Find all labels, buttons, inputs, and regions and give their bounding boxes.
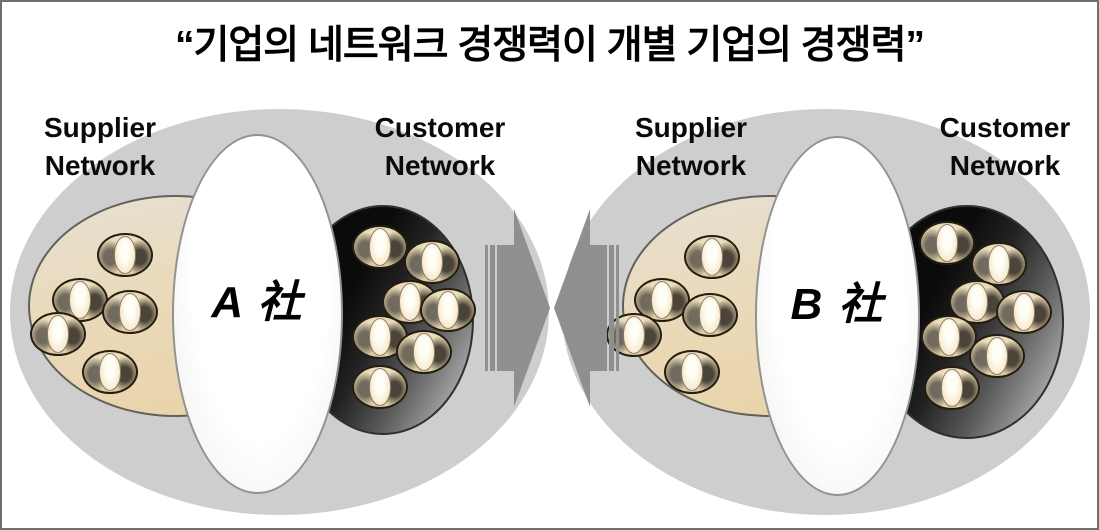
customer-node-sphere-icon xyxy=(420,288,476,332)
customer-node-sphere-icon xyxy=(971,242,1027,286)
customer-node-sphere-icon xyxy=(352,225,408,269)
company-b-network-nodes xyxy=(562,109,1090,515)
arrow-stripe-icon xyxy=(490,245,495,371)
arrow-head-left-icon xyxy=(554,209,590,407)
company-b-label: B 社 xyxy=(790,280,885,329)
company-a-network-diagram: A 社 Supplier Network Customer Network xyxy=(10,109,549,515)
supplier-node-sphere-icon xyxy=(682,293,738,337)
network-clash-arrow-left xyxy=(485,209,550,407)
company-a-supplier-network-label: Supplier Network xyxy=(43,112,156,181)
customer-node-sphere-icon xyxy=(396,330,452,374)
network-clash-arrow-right xyxy=(554,209,619,407)
supplier-node-sphere-icon xyxy=(634,278,690,322)
supplier-node-sphere-icon xyxy=(30,312,86,356)
company-a-network-nodes xyxy=(10,109,549,515)
arrow-stripe-icon xyxy=(616,245,619,371)
company-b-customer-network-label: Customer Network xyxy=(939,112,1071,181)
supplier-node-sphere-icon xyxy=(664,350,720,394)
company-b-network-diagram: B 社 Supplier Network Customer Network xyxy=(562,109,1090,515)
arrow-head-right-icon xyxy=(514,209,550,407)
company-a-customer-network-label: Customer Network xyxy=(374,112,506,181)
customer-node-sphere-icon xyxy=(404,240,460,284)
customer-node-sphere-icon xyxy=(352,365,408,409)
customer-node-sphere-icon xyxy=(969,334,1025,378)
customer-node-sphere-icon xyxy=(996,290,1052,334)
company-a-ellipse: A 社 xyxy=(172,134,343,494)
company-a-label: A 社 xyxy=(211,278,304,327)
customer-node-sphere-icon xyxy=(924,366,980,410)
company-b-supplier-network-label: Supplier Network xyxy=(634,112,747,181)
slide-title: “기업의 네트워크 경쟁력이 개별 기업의 경쟁력” xyxy=(175,24,925,67)
company-b-ellipse: B 社 xyxy=(755,136,920,496)
arrow-body xyxy=(497,245,514,371)
arrow-body xyxy=(590,245,607,371)
supplier-node-sphere-icon xyxy=(684,235,740,279)
supplier-node-sphere-icon xyxy=(97,233,153,277)
customer-node-sphere-icon xyxy=(352,315,408,359)
arrow-stripe-icon xyxy=(609,245,614,371)
arrow-stripe-icon xyxy=(485,245,488,371)
supplier-node-sphere-icon xyxy=(102,290,158,334)
supplier-node-sphere-icon xyxy=(82,350,138,394)
customer-node-sphere-icon xyxy=(949,280,1005,324)
customer-node-sphere-icon xyxy=(919,221,975,265)
customer-node-sphere-icon xyxy=(921,315,977,359)
